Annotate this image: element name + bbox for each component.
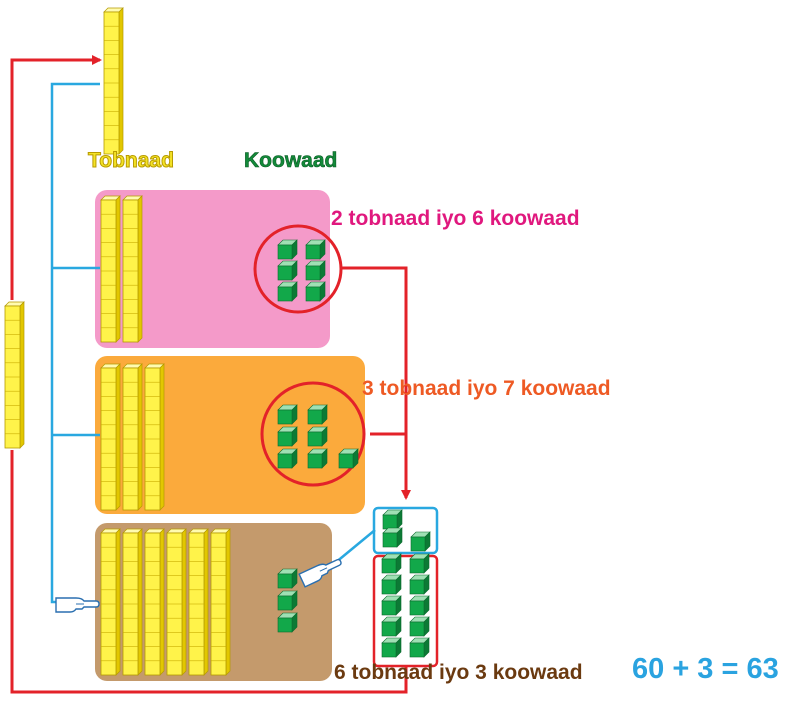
panel-row-1 <box>95 190 330 348</box>
ones-cube <box>410 531 431 552</box>
ones-box-red <box>372 554 439 668</box>
ones-cube <box>409 637 430 658</box>
row-3-caption: 6 tobnaad iyo 3 koowaad <box>334 661 583 684</box>
ones-cube <box>277 590 298 611</box>
tens-rod <box>100 195 121 343</box>
ones-cube <box>382 509 403 530</box>
ones-cube <box>305 260 326 281</box>
tens-header: Tobnaad <box>88 149 175 172</box>
ones-cube <box>277 260 298 281</box>
ones-cube <box>409 595 430 616</box>
tens-rod <box>100 528 121 676</box>
row-1-caption: 2 tobnaad iyo 6 koowaad <box>331 207 580 230</box>
ones-cube <box>382 527 403 548</box>
ones-circles <box>253 224 366 487</box>
ones-cube <box>307 448 328 469</box>
ones-cube <box>277 426 298 447</box>
row-2-caption: 3 tobnaad iyo 7 koowaad <box>362 377 611 400</box>
ones-cube <box>338 448 359 469</box>
ones-cube <box>277 281 298 302</box>
ones-cube <box>381 637 402 658</box>
tens-rod-side <box>4 301 25 449</box>
ones-header: Koowaad <box>244 149 338 172</box>
ones-cube <box>277 239 298 260</box>
ones-cube <box>409 616 430 637</box>
pointing-hand-icon <box>55 597 100 613</box>
red-arrows <box>10 55 411 694</box>
tens-rod <box>122 528 143 676</box>
ones-cube <box>277 568 298 589</box>
tens-rod <box>188 528 209 676</box>
ones-cube <box>277 404 298 425</box>
tens-rod <box>166 528 187 676</box>
tens-rod <box>144 363 165 511</box>
tens-rod <box>122 363 143 511</box>
ones-cube <box>307 426 328 447</box>
ones-cube <box>409 553 430 574</box>
ones-cube <box>381 574 402 595</box>
ones-cube <box>277 612 298 633</box>
ones-box-blue <box>372 506 439 555</box>
tens-rod <box>144 528 165 676</box>
ones-cube <box>305 239 326 260</box>
ones-cube <box>381 553 402 574</box>
base-ten-blocks <box>4 7 431 676</box>
ones-cube <box>307 404 328 425</box>
ones-cube <box>381 616 402 637</box>
ones-cube <box>277 448 298 469</box>
tens-rod <box>210 528 231 676</box>
tens-rod <box>100 363 121 511</box>
ones-cube <box>381 595 402 616</box>
tens-rod-header <box>103 7 124 155</box>
ones-cube <box>305 281 326 302</box>
equation: 60 + 3 = 63 <box>632 653 779 685</box>
pointing-hand-icon <box>298 558 342 588</box>
ones-cube <box>409 574 430 595</box>
tens-rod <box>122 195 143 343</box>
